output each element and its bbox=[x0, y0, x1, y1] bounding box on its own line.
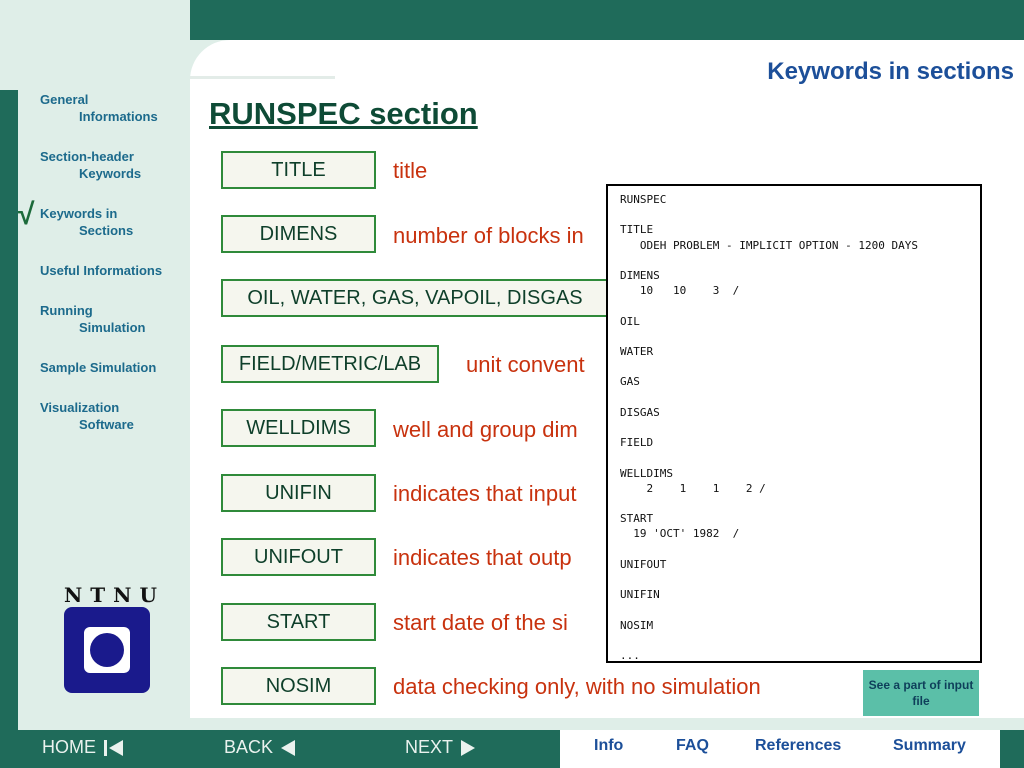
sidebar-item-useful-informations[interactable]: Useful Informations bbox=[40, 263, 163, 278]
current-section-checkmark-icon: √ bbox=[18, 198, 35, 231]
keyword-unifout-description: indicates that outp bbox=[393, 545, 572, 570]
ntnu-logo-text: NTNU bbox=[64, 583, 165, 607]
next-button[interactable]: NEXT bbox=[405, 737, 476, 758]
home-bar-icon bbox=[104, 739, 107, 756]
keyword-nosim[interactable]: NOSIM bbox=[221, 667, 376, 705]
page-title: Keywords in sections bbox=[767, 58, 1014, 85]
keyword-field-metric-lab[interactable]: FIELD/METRIC/LAB bbox=[221, 345, 439, 383]
sidebar-item-section-header-keywords[interactable]: Section-header Keywords bbox=[40, 149, 142, 181]
home-button[interactable]: HOME bbox=[42, 737, 123, 758]
keyword-field-metric-lab-description: unit convent bbox=[466, 352, 585, 377]
bottom-links-bar bbox=[560, 730, 1000, 768]
panel-curve-inner bbox=[190, 40, 1024, 80]
faq-link[interactable]: FAQ bbox=[676, 737, 709, 754]
keyword-unifin-description: indicates that input bbox=[393, 481, 577, 506]
references-link[interactable]: References bbox=[755, 737, 842, 754]
keyword-start-description: start date of the si bbox=[393, 610, 568, 635]
input-file-listing: RUNSPEC TITLE ODEH PROBLEM - IMPLICIT OP… bbox=[606, 184, 982, 663]
keyword-start[interactable]: START bbox=[221, 603, 376, 641]
keyword-unifin[interactable]: UNIFIN bbox=[221, 474, 376, 512]
keyword-nosim-description: data checking only, with no simulation bbox=[393, 674, 761, 699]
sidebar-item-running-simulation[interactable]: Running Simulation bbox=[40, 303, 146, 335]
home-arrow-icon bbox=[109, 739, 123, 756]
bottom-strip bbox=[18, 718, 1024, 732]
keyword-unifout[interactable]: UNIFOUT bbox=[221, 538, 376, 576]
keyword-welldims-description: well and group dim bbox=[393, 417, 578, 442]
sidebar-item-visualization-software[interactable]: Visualization Software bbox=[40, 400, 134, 432]
keyword-title-description: title bbox=[393, 158, 428, 183]
keyword-dimens[interactable]: DIMENS bbox=[221, 215, 376, 253]
sidebar-item-general-informations[interactable]: General Informations bbox=[40, 92, 158, 124]
back-button[interactable]: BACK bbox=[224, 737, 296, 758]
header-divider bbox=[190, 76, 335, 79]
next-arrow-icon bbox=[461, 739, 476, 756]
section-title: RUNSPEC section bbox=[209, 96, 478, 131]
see-part-of-input-file-button[interactable]: See a part of input file bbox=[863, 670, 979, 716]
ntnu-logo-icon bbox=[64, 607, 150, 693]
keyword-oil-water-gas[interactable]: OIL, WATER, GAS, VAPOIL, DISGAS bbox=[221, 279, 609, 317]
keyword-title[interactable]: TITLE bbox=[221, 151, 376, 189]
keyword-welldims[interactable]: WELLDIMS bbox=[221, 409, 376, 447]
sidebar-nav: General Informations Section-header Keyw… bbox=[40, 91, 190, 433]
sidebar-item-keywords-in-sections[interactable]: Keywords in Sections bbox=[40, 206, 134, 238]
keyword-dimens-description: number of blocks in bbox=[393, 223, 584, 248]
summary-link[interactable]: Summary bbox=[893, 737, 966, 754]
info-link[interactable]: Info bbox=[594, 737, 624, 754]
sidebar-item-sample-simulation[interactable]: Sample Simulation bbox=[40, 360, 157, 375]
back-arrow-icon bbox=[281, 739, 296, 756]
